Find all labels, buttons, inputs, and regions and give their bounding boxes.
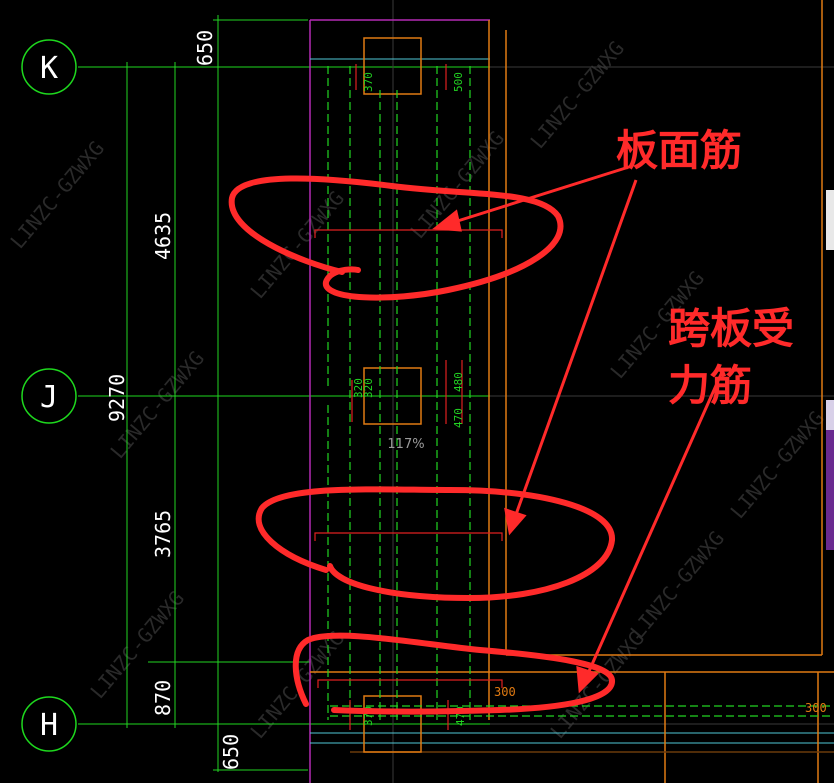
axis-label-j: J xyxy=(40,380,58,415)
axis-extension-lines xyxy=(392,0,834,783)
beam-lines xyxy=(310,0,834,783)
label-j-right2: 480 xyxy=(452,372,465,392)
watermark-text: LINZC-GZWXG xyxy=(725,406,829,523)
annotation-side-label-line1: 跨板受 xyxy=(668,304,794,353)
dim-bottom-650: 650 xyxy=(219,734,243,770)
dim-870: 870 xyxy=(151,680,175,716)
dimension-lines xyxy=(122,15,310,772)
label-h-right-edge: 300 xyxy=(494,685,516,699)
axis-bubble-j: J xyxy=(21,368,77,424)
dim-4635: 4635 xyxy=(151,212,175,260)
rebar-brackets xyxy=(314,64,503,730)
dim-3765: 3765 xyxy=(151,510,175,558)
cyan-lines xyxy=(310,58,834,744)
loop-top xyxy=(228,175,564,301)
watermark-text: LINZC-GZWXG xyxy=(545,626,649,743)
dimension-texts: 650 4635 9270 3765 870 650 xyxy=(105,30,243,770)
label-k-right: 500 xyxy=(452,72,465,92)
edge-labels: 300 300 xyxy=(494,685,827,715)
label-far-right: 300 xyxy=(805,701,827,715)
column-k xyxy=(363,37,422,95)
axis-label-h: H xyxy=(40,708,58,743)
arrow-middle-head xyxy=(504,507,527,536)
annotation-arrows xyxy=(432,164,724,694)
arrow-top-line xyxy=(447,164,633,226)
dim-top-650: 650 xyxy=(193,30,217,66)
watermark-text: LINZC-GZWXG xyxy=(525,36,629,153)
columns xyxy=(363,37,422,753)
label-j-left2: 320 xyxy=(362,378,375,398)
dashed-rebar xyxy=(327,66,834,720)
watermark-text: LINZC-GZWXG xyxy=(5,136,109,253)
label-j-right: 470 xyxy=(452,408,465,428)
arrow-middle-line xyxy=(512,179,638,521)
axis-bubble-k: K xyxy=(21,39,77,95)
watermark-text: LINZC-GZWXG xyxy=(625,526,729,643)
wall-outline xyxy=(309,19,490,783)
arrow-bottom-line xyxy=(584,371,724,679)
right-edge-fragments xyxy=(826,190,834,550)
annotation-texts: 板面筋 跨板受 力筋 xyxy=(616,126,794,410)
column-labels: 370 500 320 320 480 470 370 470 xyxy=(352,72,467,726)
label-k-left: 370 xyxy=(362,72,375,92)
dim-9270: 9270 xyxy=(105,374,129,422)
arrow-bottom-head xyxy=(576,665,599,694)
axis-label-k: K xyxy=(40,51,58,86)
axis-bubble-h: H xyxy=(21,696,77,752)
zoom-label: 117% xyxy=(387,437,424,452)
label-j-left: 320 xyxy=(352,378,365,398)
column-j xyxy=(363,367,422,425)
loop-middle xyxy=(255,486,616,601)
annotation-side-label-line2: 力筋 xyxy=(668,361,752,410)
column-h xyxy=(363,695,422,753)
arrow-top-head xyxy=(432,209,462,232)
loop-bottom xyxy=(292,632,615,715)
watermark-text: LINZC-GZWXG xyxy=(245,186,349,303)
annotation-loops xyxy=(228,175,616,715)
annotation-top-label: 板面筋 xyxy=(616,126,742,175)
